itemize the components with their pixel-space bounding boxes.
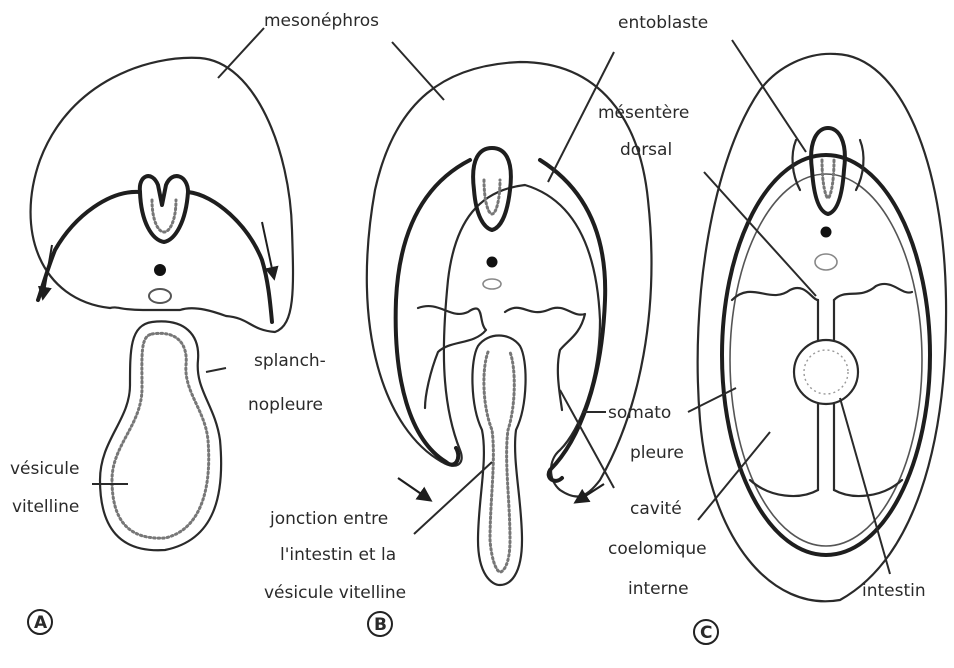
panel-c-notochord — [821, 227, 832, 238]
panel-c-embryo — [688, 40, 946, 644]
label-mesentere-dorsal-line2: dorsal — [620, 140, 672, 160]
label-splanchnopleure-line2: nopleure — [248, 395, 323, 415]
panel-b-somatopleure — [396, 160, 470, 465]
panel-b-left-arrow — [398, 478, 430, 500]
label-somatopleure-line1: somato — [608, 403, 671, 423]
panel-c-left-fold — [732, 288, 818, 300]
panel-a-letter: A — [34, 613, 48, 633]
panel-a-left-arrow — [43, 245, 52, 298]
panel-a-gut — [149, 289, 171, 303]
panel-c-letter: C — [700, 623, 712, 643]
label-somatopleure-line2: pleure — [630, 443, 684, 463]
label-vesicule-vitelline-line1: vésicule — [10, 459, 79, 479]
panel-c-right-fold — [834, 284, 912, 300]
panel-a-embryo — [28, 28, 293, 634]
label-mesonephros: mesonéphros — [264, 11, 379, 31]
label-cavite-line3: interne — [628, 579, 689, 599]
panel-b-ectoderm — [367, 62, 652, 497]
panel-b-intestine-stalk — [472, 336, 525, 586]
label-splanchnopleure-line1: splanch- — [254, 351, 326, 371]
panel-a-right-splanchnic-layer — [188, 192, 272, 322]
panel-a-notochord — [154, 264, 166, 276]
label-mesentere-dorsal-line1: mésentère — [598, 103, 689, 123]
panel-b-letter: B — [374, 615, 387, 635]
label-intestin: intestin — [862, 581, 926, 601]
panel-b-left-fold — [418, 306, 486, 408]
panel-a-left-splanchnic-layer — [38, 192, 140, 300]
panel-c-ectoderm — [698, 54, 946, 601]
label-cavite-line1: cavité — [630, 499, 682, 519]
label-jonction-line3: vésicule vitelline — [264, 583, 406, 603]
label-cavite-line2: coelomique — [608, 539, 707, 559]
label-vesicule-vitelline-line2: vitelline — [12, 497, 79, 517]
panel-b-notochord — [487, 257, 498, 268]
label-jonction-line1: jonction entre — [269, 509, 388, 529]
panel-b-right-fold — [505, 308, 585, 410]
panel-b-right-arrow — [576, 484, 604, 502]
panel-c-neural-tube — [811, 128, 845, 214]
label-entoblaste: entoblaste — [618, 13, 708, 33]
label-jonction-line2: l'intestin et la — [280, 545, 396, 565]
